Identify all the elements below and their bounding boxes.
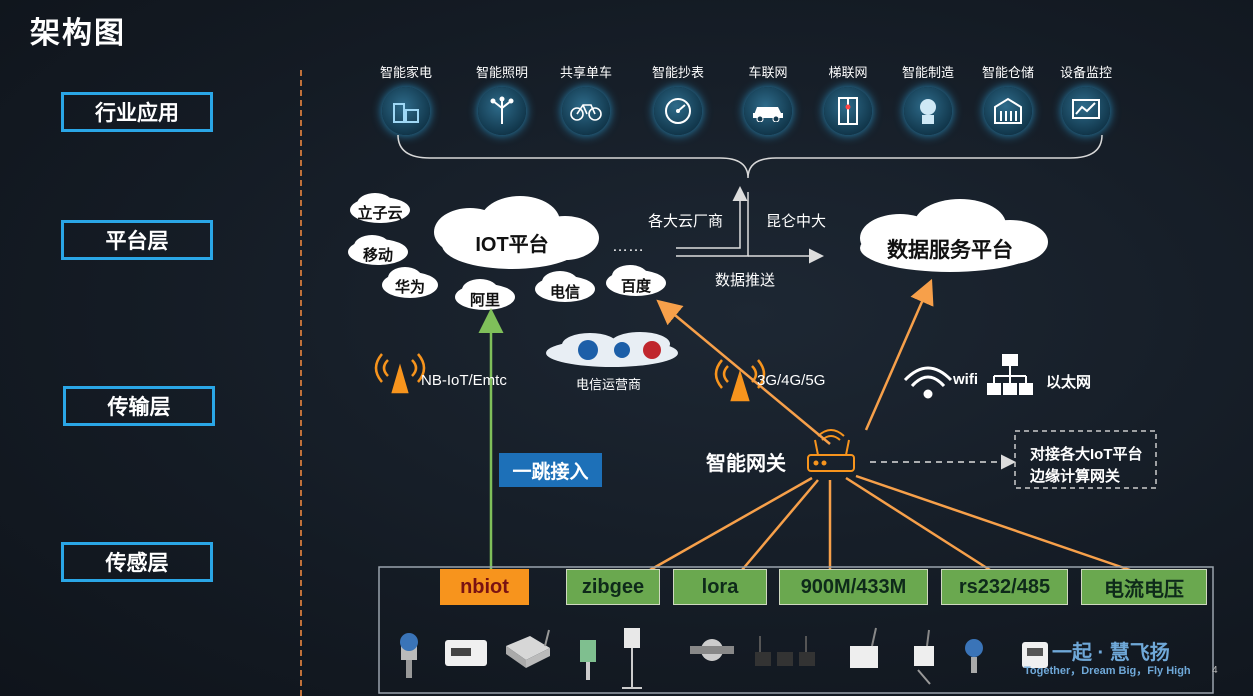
gateway-box-icon — [506, 629, 550, 668]
monitor-icon — [1062, 87, 1110, 135]
pressure-sensor-icon — [400, 633, 418, 678]
iot-cloud — [434, 196, 599, 269]
app-label: 智能照明 — [475, 65, 528, 80]
app-label: 智能家电 — [379, 65, 432, 80]
protocol-lora: lora — [673, 569, 767, 605]
app-label: 共享单车 — [559, 65, 612, 80]
push-label: 数据推送 — [715, 272, 776, 289]
arrow-gateway-to-baidu — [656, 299, 831, 445]
page-title: 架构图 — [30, 17, 126, 50]
elevator-icon — [824, 87, 872, 135]
flow-meter-icon — [690, 639, 734, 661]
app-label: 车联网 — [748, 65, 788, 80]
app-label: 梯联网 — [828, 65, 868, 80]
protocol-nbiot: nbiot — [440, 569, 529, 605]
car-icon — [744, 87, 792, 135]
edge-line-1: 对接各大IoT平台 — [1030, 446, 1143, 463]
apps-brace — [397, 134, 1103, 179]
small-clouds — [348, 193, 666, 310]
app-item: 智能照明 — [462, 62, 542, 135]
ethernet-label: 以太网 — [1046, 374, 1092, 391]
brand-slogan: Together，Dream Big，Fly High — [1024, 665, 1191, 677]
app-label: 智能制造 — [901, 65, 954, 80]
weather-sensor-icon — [580, 640, 596, 680]
cloud-lizi: 立子云 — [357, 205, 403, 222]
protocol-current-voltage: 电流电压 — [1081, 569, 1207, 605]
app-label: 智能抄表 — [651, 65, 704, 80]
cloud-ali: 阿里 — [469, 292, 500, 309]
iot-platform-label: IOT平台 — [475, 234, 549, 256]
bicycle-icon — [562, 87, 610, 135]
push-arrow-up-left — [676, 186, 748, 249]
manufacturing-icon — [904, 87, 952, 135]
meter-icon — [654, 87, 702, 135]
wifi-label: wifi — [953, 371, 978, 388]
edge-line-2: 边缘计算网关 — [1030, 468, 1121, 485]
appliance-icon — [382, 87, 430, 135]
data-service-cloud — [860, 199, 1048, 272]
cloud-yidong: 移动 — [362, 247, 393, 264]
data-service-label: 数据服务平台 — [887, 239, 1013, 262]
lighting-icon — [478, 87, 526, 135]
app-item: 共享单车 — [546, 62, 626, 135]
cloud-huawei: 华为 — [394, 279, 425, 296]
nbiot-label: NB-IoT/Emtc — [421, 372, 507, 389]
router-icon — [807, 429, 855, 472]
app-label: 智能仓储 — [981, 65, 1034, 80]
layer-transport: 传输层 — [63, 386, 215, 426]
gateway-label: 智能网关 — [706, 453, 786, 475]
layer-sensing: 传感层 — [61, 542, 213, 582]
cloud-baidu: 百度 — [620, 278, 651, 295]
operator-cloud — [546, 332, 678, 367]
antenna-nbiot-icon — [374, 353, 426, 394]
layer-industry: 行业应用 — [61, 92, 213, 132]
app-item: 设备监控 — [1046, 62, 1126, 135]
operator-label: 电信运营商 — [576, 377, 642, 392]
gateway-protocol-lines — [649, 474, 1131, 572]
dtu-box-icon — [850, 627, 878, 668]
water-level-sensor-icon — [622, 628, 642, 689]
device-panel — [378, 566, 1214, 694]
kunlun-label: 昆仑中大 — [766, 213, 827, 230]
cellular-label: 3G/4G/5G — [757, 372, 826, 389]
page-number: 4 — [1212, 665, 1218, 676]
app-item: 智能抄表 — [638, 62, 718, 135]
temp-humidity-display-icon — [445, 640, 487, 666]
app-label: 设备监控 — [1059, 65, 1112, 80]
app-item: 车联网 — [728, 62, 808, 135]
rtu-box-icon — [914, 629, 934, 685]
device-images — [400, 627, 1048, 689]
brand-name: 一起 · 慧飞扬 — [1052, 642, 1170, 664]
protocol-900m-433m: 900M/433M — [779, 569, 928, 605]
vendors-label: 各大云厂商 — [648, 213, 724, 230]
ethernet-icon — [987, 354, 1033, 395]
wifi-icon — [903, 366, 953, 399]
layer-divider — [300, 70, 302, 696]
wall-sensor-icon — [1022, 642, 1048, 668]
protocol-zigbee: zibgee — [566, 569, 660, 605]
rf-modules-icon — [755, 636, 815, 666]
app-item: 梯联网 — [808, 62, 888, 135]
app-item: 智能制造 — [888, 62, 968, 135]
layer-platform: 平台层 — [61, 220, 213, 260]
app-item: 智能家电 — [366, 62, 446, 135]
arrow-gateway-to-data-service — [864, 278, 934, 431]
protocol-rs232-485: rs232/485 — [941, 569, 1068, 605]
one-hop-badge: 一跳接入 — [499, 453, 602, 487]
app-item: 智能仓储 — [968, 62, 1048, 135]
ellipsis: …… — [612, 238, 644, 255]
cloud-dianxin: 电信 — [549, 284, 580, 301]
level-transmitter-icon — [965, 639, 983, 673]
warehouse-icon — [984, 87, 1032, 135]
